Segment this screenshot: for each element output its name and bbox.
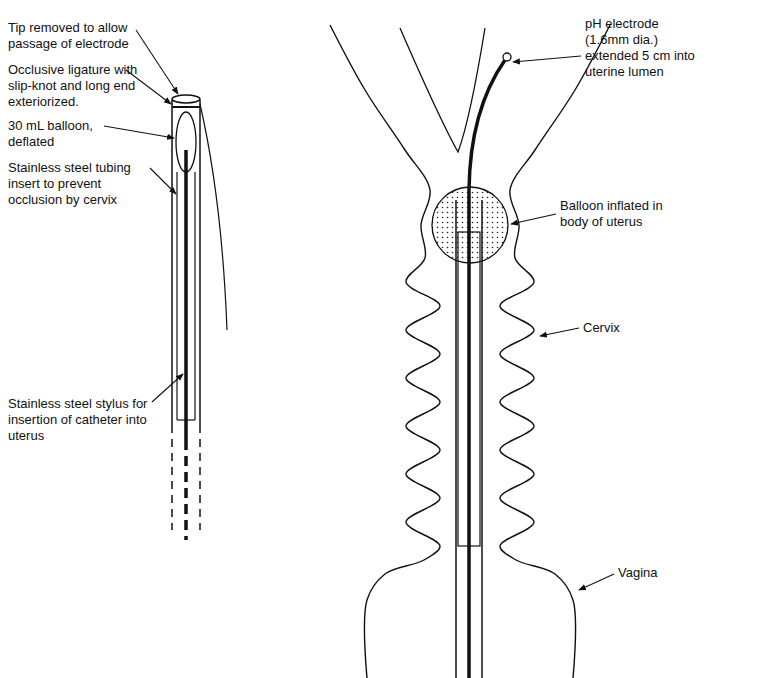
callout-label: Stainless steel tubing insert to prevent…: [8, 160, 158, 208]
catheter-left: [172, 95, 227, 540]
ph-electrode: [469, 60, 505, 678]
organ-wall: [330, 25, 440, 678]
callout-label: Stainless steel stylus for insertion of …: [8, 396, 158, 444]
callout-label: pH electrode (1.6mm dia.) extended 5 cm …: [585, 16, 695, 80]
callout-label: Balloon inflated in body of uterus: [560, 198, 682, 230]
fundus-notch: [400, 28, 485, 152]
leader-lines: [104, 30, 614, 590]
callout-label: Tip removed to allow passage of electrod…: [8, 20, 158, 52]
uterus-outline: [330, 25, 610, 678]
callout-label: Vagina: [618, 565, 658, 581]
callout-label: Occlusive ligature with slip-knot and lo…: [8, 62, 144, 110]
catheter-right: [432, 53, 511, 678]
callout-label: 30 mL balloon, deflated: [8, 118, 108, 150]
callout-label: Cervix: [583, 320, 620, 336]
organ-wall: [500, 25, 610, 678]
